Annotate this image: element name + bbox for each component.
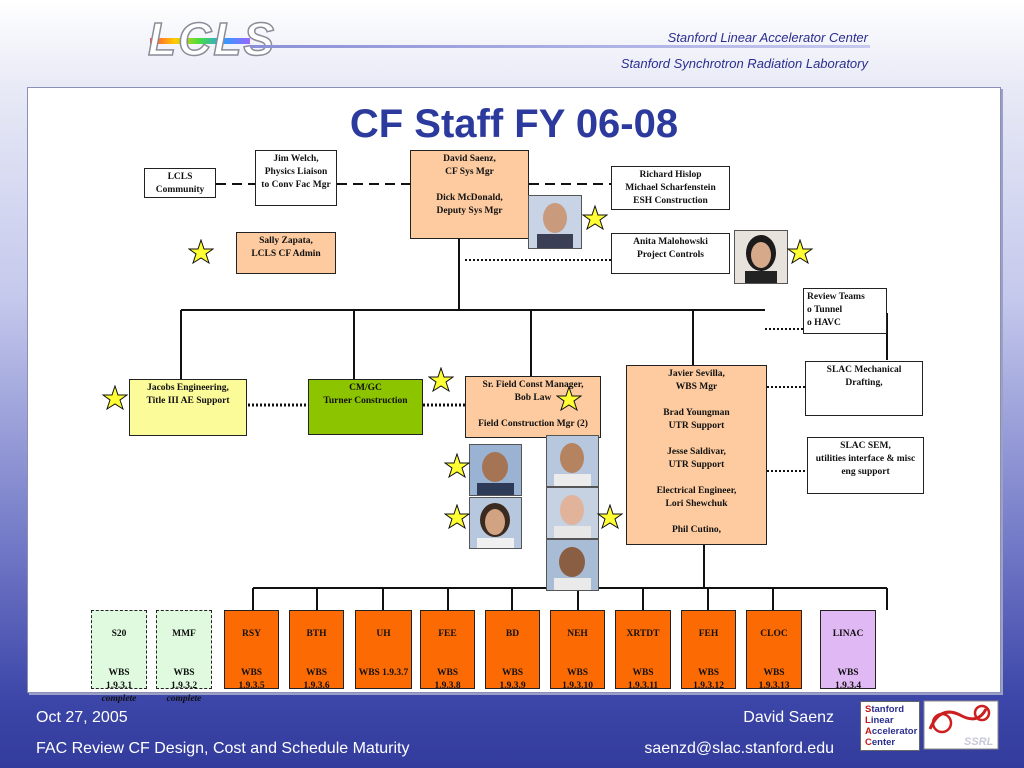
org-name-ssrl: Stanford Synchrotron Radiation Laborator… (620, 56, 868, 71)
box-review-teams: Review Teams o Tunnel o HAVC (803, 288, 887, 334)
box-jim-welch: Jim Welch, Physics Liaison to Conv Fac M… (255, 150, 337, 206)
box-cmgc-turner: CM/GC Turner Construction (308, 379, 423, 435)
footer-talk-title: FAC Review CF Design, Cost and Schedule … (36, 740, 410, 757)
box-slac-sem: SLAC SEM, utilities interface & misc eng… (807, 437, 924, 494)
photo-anita-malohowski (734, 230, 788, 284)
star-icon (556, 386, 582, 412)
photo-david-saenz (528, 195, 582, 249)
box-lcls-community: LCLS Community (144, 168, 216, 198)
star-icon (597, 504, 623, 530)
slide-title: CF Staff FY 06-08 (349, 102, 679, 146)
star-icon (428, 367, 454, 393)
svg-text:SSRL: SSRL (964, 736, 994, 748)
footer-presenter: David Saenz (743, 709, 834, 726)
star-icon (787, 239, 813, 265)
box-field-construction: Sr. Field Const Manager, Bob Law Field C… (465, 376, 601, 438)
header-rule (250, 45, 870, 48)
box-hislop-esh: Richard Hislop Michael Scharfenstein ESH… (611, 166, 730, 210)
star-icon (582, 205, 608, 231)
lcls-logo: LCLS (147, 13, 277, 65)
star-icon (102, 385, 128, 411)
photo-bob-law (469, 444, 522, 496)
org-chart-connectors (180, 183, 888, 610)
org-name-slac: Stanford Linear Accelerator Center (667, 30, 868, 45)
photo-staff-3 (546, 487, 599, 539)
box-anita-project-controls: Anita Malohowski Project Controls (611, 233, 730, 274)
photo-staff-1 (546, 435, 599, 487)
box-jacobs-engineering: Jacobs Engineering, Title III AE Support (129, 379, 247, 436)
box-sally-zapata: Sally Zapata, LCLS CF Admin (236, 232, 336, 274)
logo-color-band (150, 38, 250, 44)
box-javier-sevilla-wbs: Javier Sevilla, WBS Mgr Brad Youngman UT… (626, 365, 767, 545)
photo-staff-2 (469, 497, 522, 549)
star-icon (188, 239, 214, 265)
box-david-saenz: David Saenz, CF Sys Mgr Dick McDonald, D… (410, 150, 529, 239)
footer-email: saenzd@slac.stanford.edu (644, 740, 834, 757)
box-slac-mechanical: SLAC Mechanical Drafting, (805, 361, 923, 416)
footer-date: Oct 27, 2005 (36, 709, 128, 726)
slide-panel: CF Staff FY 06-08 (27, 87, 1001, 704)
star-icon (444, 504, 470, 530)
slac-logo: Stanford Linear Accelerator Center (860, 701, 920, 751)
photo-staff-4 (546, 539, 599, 591)
ssrl-logo: SSRL (923, 700, 999, 750)
star-icon (444, 453, 470, 479)
